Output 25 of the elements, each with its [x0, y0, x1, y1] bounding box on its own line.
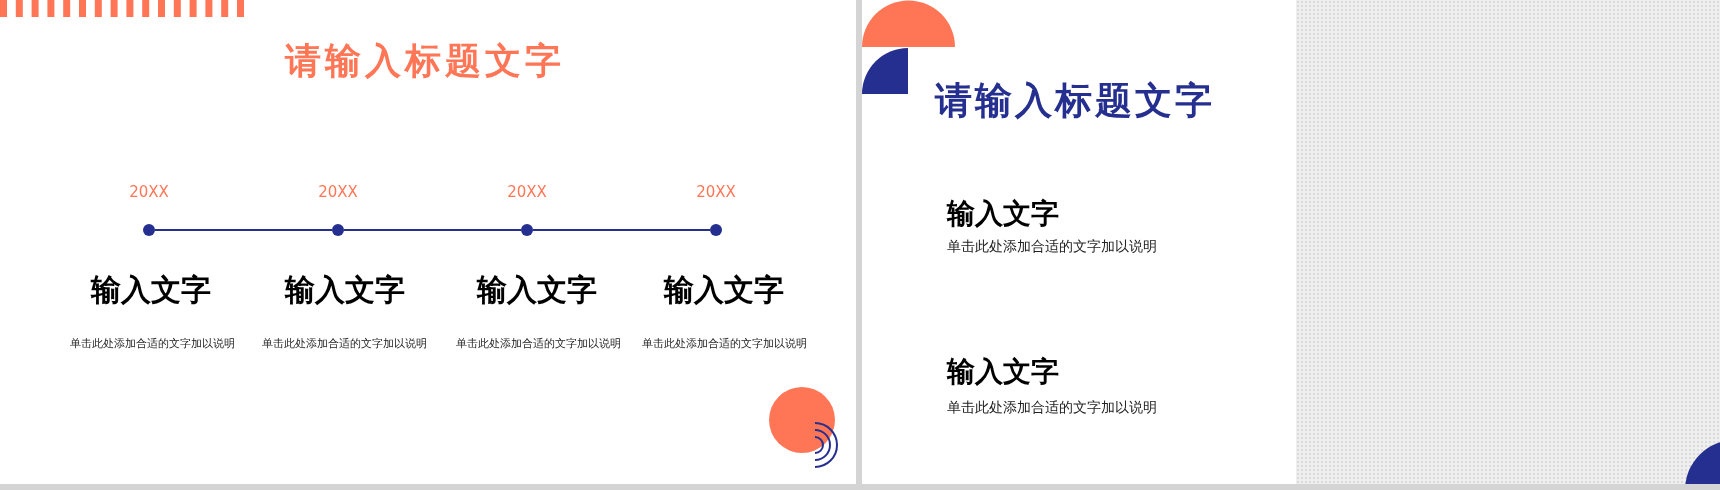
- slide-title: 请输入标题文字: [285, 39, 565, 83]
- item-description: 单击此处添加合适的文字加以说明: [455, 337, 621, 351]
- item-heading: 输入文字: [947, 197, 1059, 231]
- item-heading: 输入文字: [947, 355, 1059, 389]
- item-heading: 输入文字: [477, 272, 597, 308]
- item-description: 单击此处添加合适的文字加以说明: [641, 337, 807, 351]
- timeline-line: [532, 229, 711, 231]
- timeline-dot: [521, 224, 533, 236]
- slide-title: 请输入标题文字: [935, 78, 1215, 124]
- year-label: 20XX: [696, 183, 736, 201]
- item-description: 单击此处添加合适的文字加以说明: [261, 337, 427, 351]
- timeline-dot: [710, 224, 722, 236]
- item-description: 单击此处添加合适的文字加以说明: [947, 237, 1157, 255]
- timeline-dot: [143, 224, 155, 236]
- timeline-line: [154, 229, 333, 231]
- item-description: 单击此处添加合适的文字加以说明: [69, 337, 235, 351]
- item-description: 单击此处添加合适的文字加以说明: [947, 398, 1157, 416]
- year-label: 20XX: [507, 183, 547, 201]
- timeline-dot: [332, 224, 344, 236]
- item-heading: 输入文字: [285, 272, 405, 308]
- year-label: 20XX: [318, 183, 358, 201]
- timeline-line: [343, 229, 522, 231]
- item-heading: 输入文字: [91, 272, 211, 308]
- year-label: 20XX: [129, 183, 169, 201]
- item-heading: 输入文字: [664, 272, 784, 308]
